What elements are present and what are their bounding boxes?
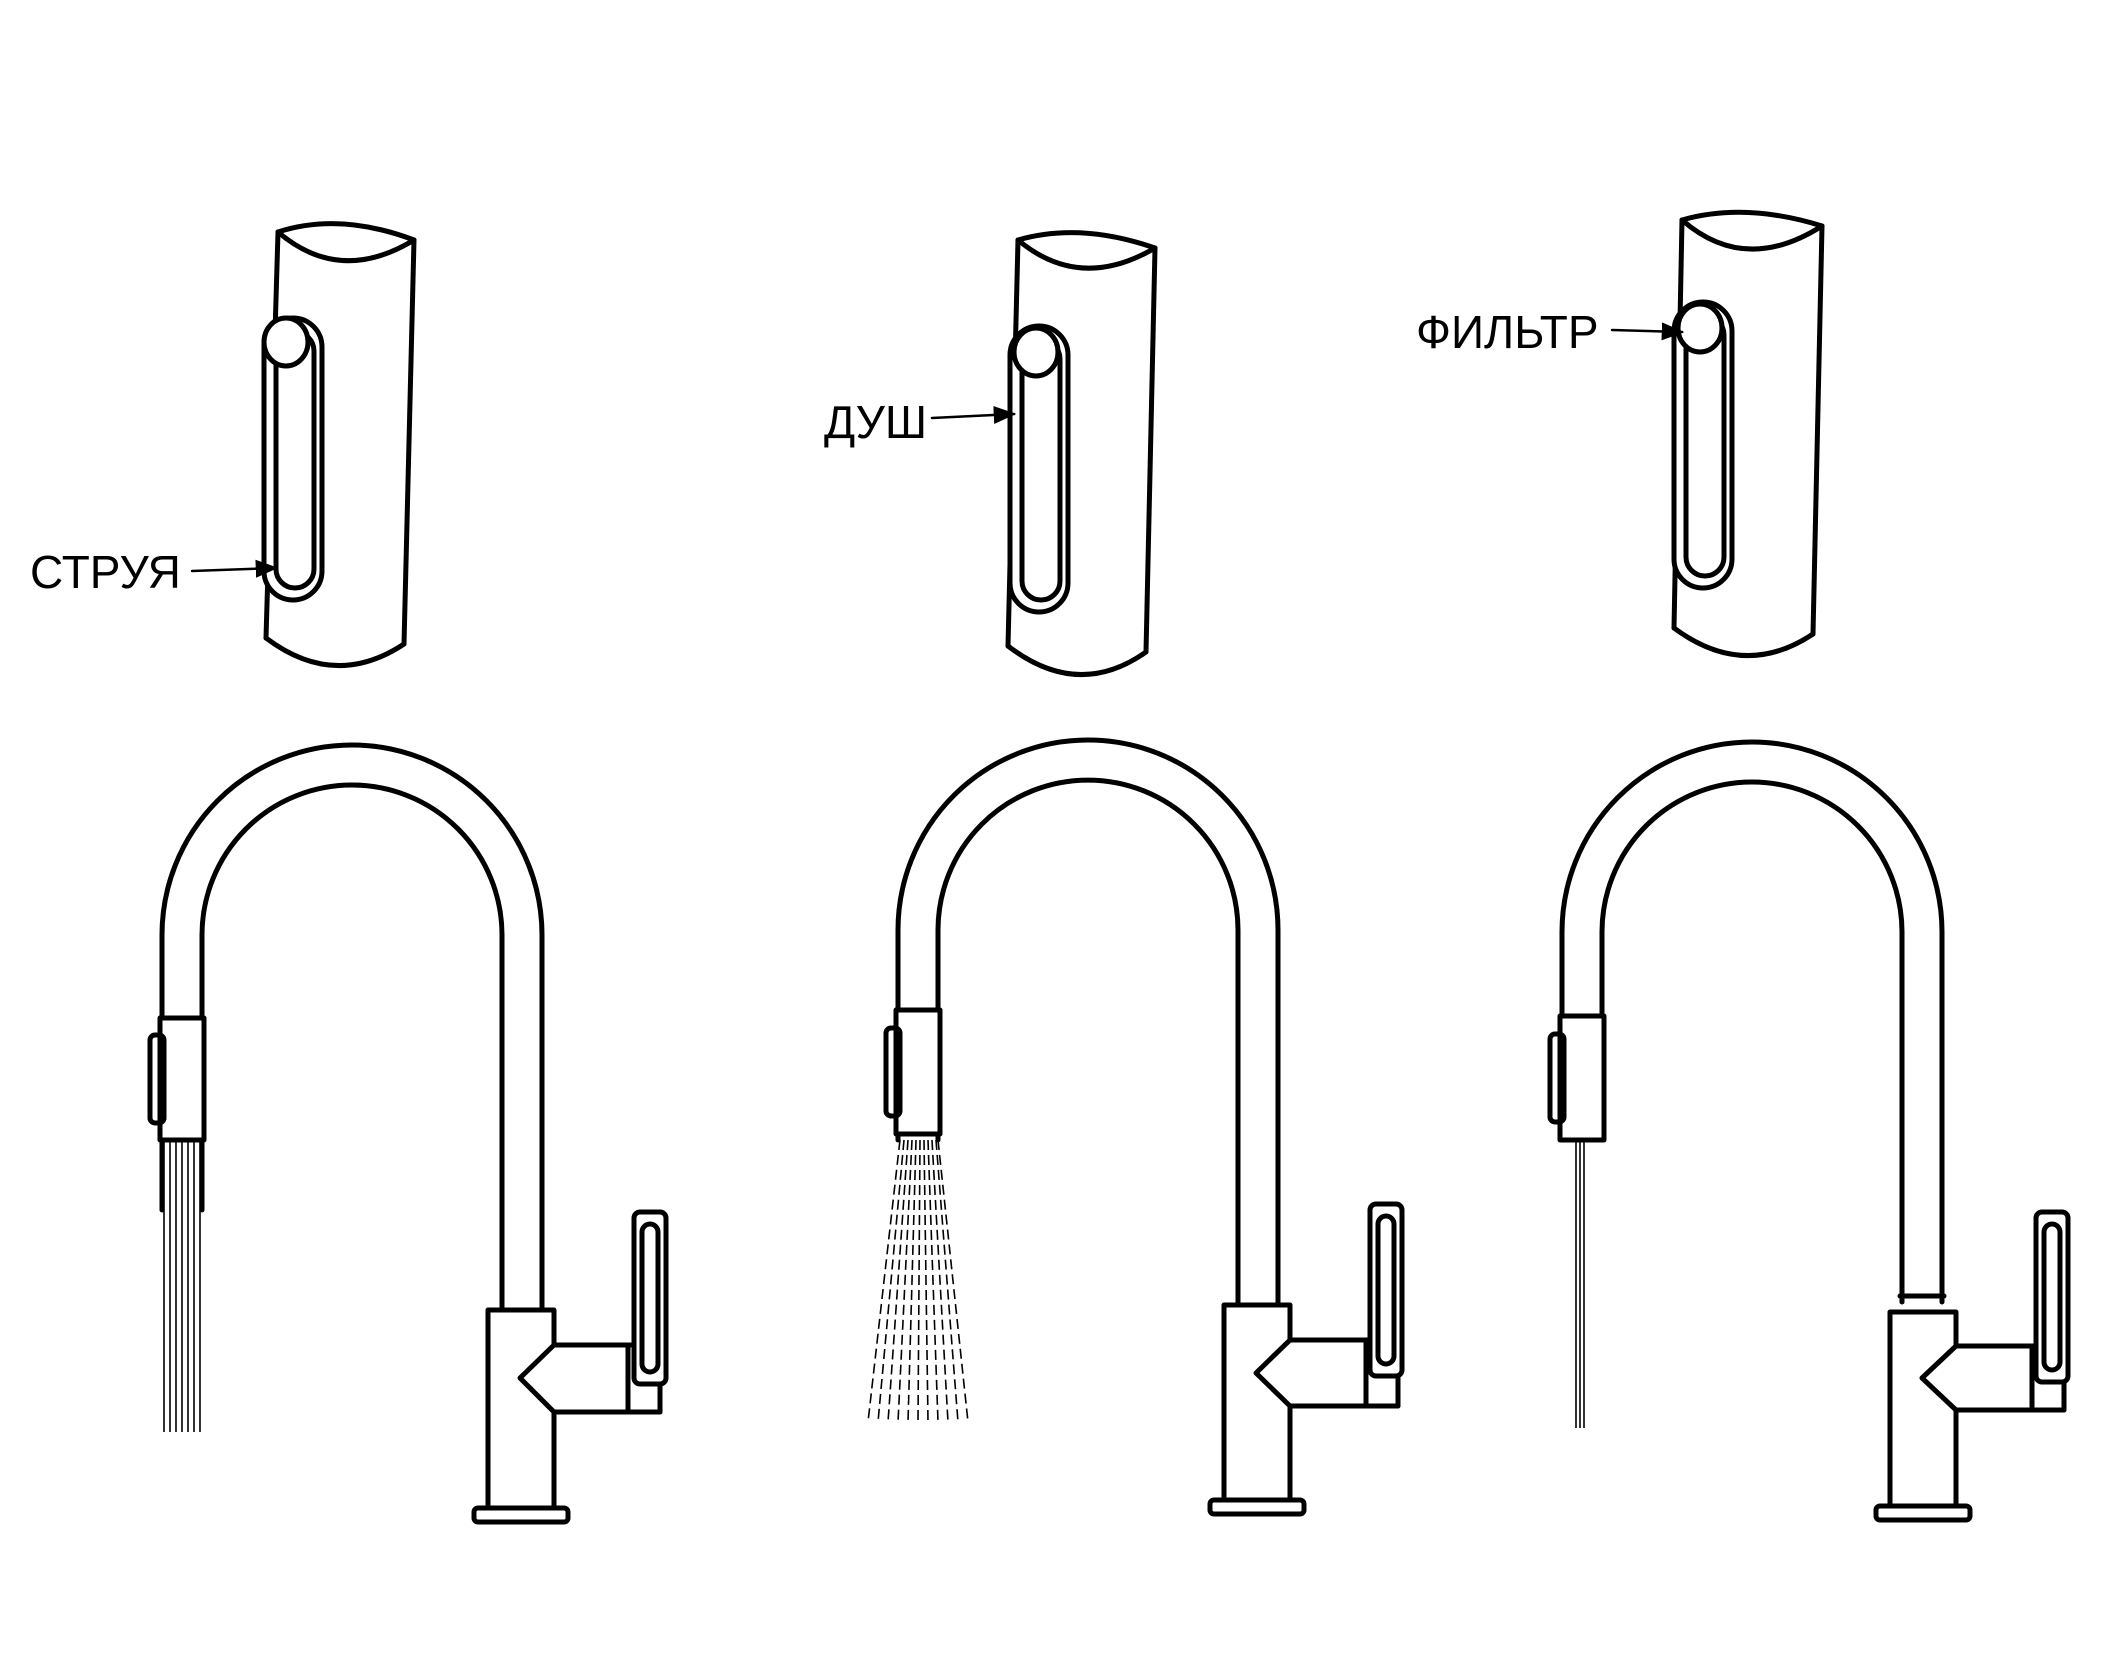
faucet-shower	[867, 737, 1405, 1517]
spray-head-shower	[1005, 230, 1158, 678]
pointer-arrow-filter	[1610, 322, 1685, 341]
water-jet-stream	[163, 1140, 201, 1432]
panel-jet: СТРУЯ	[30, 221, 669, 1525]
mode-label-jet: СТРУЯ	[30, 546, 181, 598]
faucet-jet	[147, 742, 669, 1525]
mode-label-shower: ДУШ	[824, 396, 927, 448]
panel-filter: ФИЛЬТР	[1416, 209, 2071, 1523]
faucet-filter	[1547, 739, 2071, 1523]
pointer-arrow-jet	[190, 559, 279, 578]
mode-button-filter[interactable]	[1671, 299, 1735, 591]
mode-label-filter: ФИЛЬТР	[1416, 306, 1599, 358]
mode-button-jet[interactable]	[261, 315, 325, 603]
spray-head-jet	[261, 221, 417, 669]
panel-shower: ДУШ	[824, 230, 1405, 1517]
water-shower-fan	[867, 1139, 969, 1423]
spray-head-filter	[1671, 209, 1825, 659]
pointer-arrow-shower	[930, 405, 1017, 424]
water-filter-stream	[1575, 1140, 1585, 1428]
mode-button-shower[interactable]	[1007, 323, 1071, 615]
